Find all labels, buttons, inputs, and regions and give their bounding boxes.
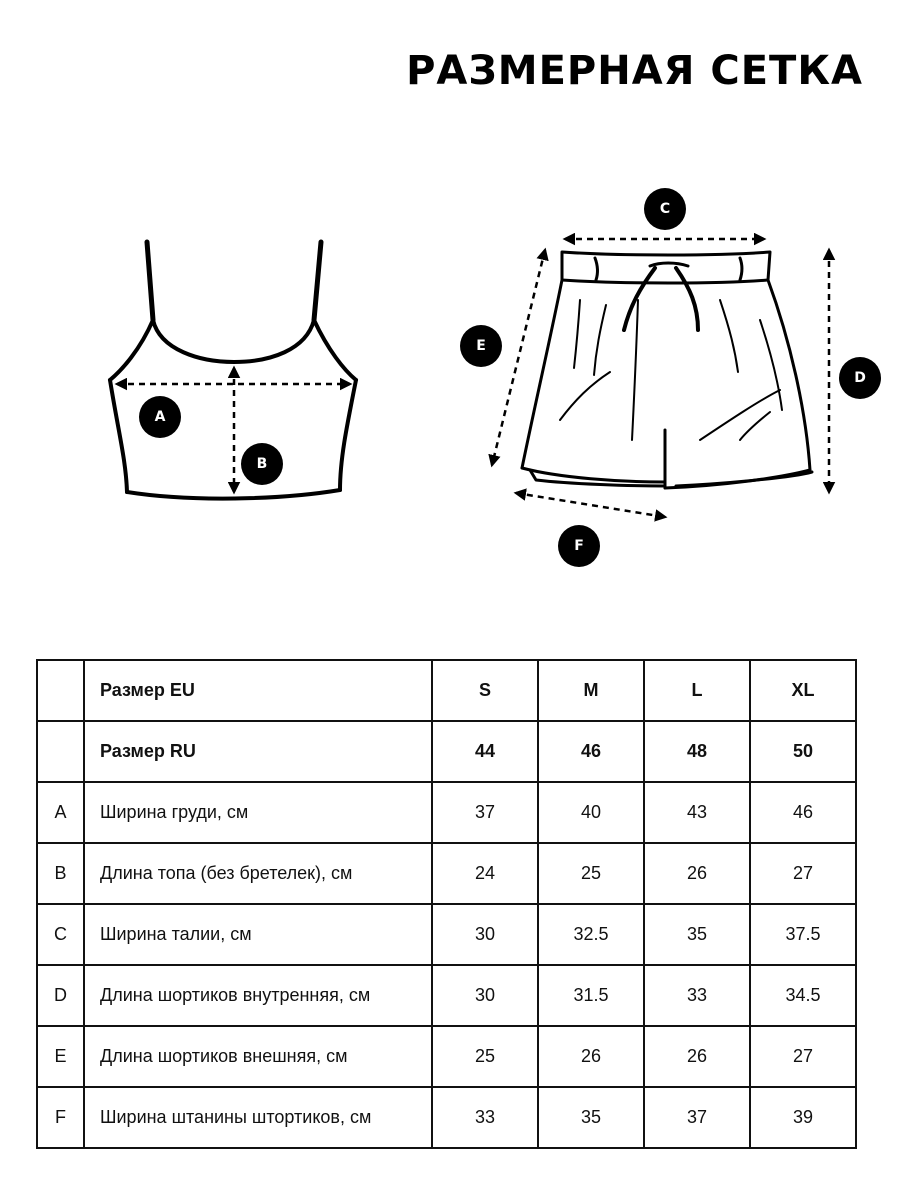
- size-cell: S: [431, 659, 539, 722]
- table-row: F Ширина штанины штортиков, см 33 35 37 …: [36, 1086, 857, 1149]
- size-table: Размер EU S M L XL Размер RU 44 46 48 50…: [36, 659, 857, 1149]
- row-code: B: [36, 842, 85, 905]
- measure-cell: 31.5: [537, 964, 645, 1027]
- measure-cell: 32.5: [537, 903, 645, 966]
- measure-cell: 30: [431, 964, 539, 1027]
- measure-cell: 27: [749, 1025, 857, 1088]
- row-label: Размер EU: [83, 659, 433, 722]
- measure-cell: 39: [749, 1086, 857, 1149]
- marker-e: E: [460, 325, 502, 367]
- row-code: F: [36, 1086, 85, 1149]
- table-row: E Длина шортиков внешняя, см 25 26 26 27: [36, 1025, 857, 1088]
- measure-cell: 37: [643, 1086, 751, 1149]
- row-code: A: [36, 781, 85, 844]
- measure-cell: 24: [431, 842, 539, 905]
- marker-a: A: [139, 396, 181, 438]
- marker-b: B: [241, 443, 283, 485]
- measure-cell: 26: [643, 1025, 751, 1088]
- measure-cell: 40: [537, 781, 645, 844]
- size-cell: 46: [537, 720, 645, 783]
- table-row: C Ширина талии, см 30 32.5 35 37.5: [36, 903, 857, 966]
- measure-cell: 26: [643, 842, 751, 905]
- row-code: C: [36, 903, 85, 966]
- row-label: Ширина груди, см: [83, 781, 433, 844]
- measure-cell: 35: [643, 903, 751, 966]
- crop-top-measure-lines: [114, 365, 353, 495]
- marker-f: F: [558, 525, 600, 567]
- table-row: A Ширина груди, см 37 40 43 46: [36, 781, 857, 844]
- size-cell: M: [537, 659, 645, 722]
- measure-cell: 25: [431, 1025, 539, 1088]
- table-row-size-eu: Размер EU S M L XL: [36, 659, 857, 722]
- measure-cell: 35: [537, 1086, 645, 1149]
- measure-cell: 26: [537, 1025, 645, 1088]
- row-label: Ширина талии, см: [83, 903, 433, 966]
- shorts-sketch: [520, 250, 814, 490]
- row-label: Длина шортиков внешняя, см: [83, 1025, 433, 1088]
- size-cell: 48: [643, 720, 751, 783]
- crop-top-sketch: [108, 239, 358, 501]
- row-code: [36, 659, 85, 722]
- measure-cell: 34.5: [749, 964, 857, 1027]
- row-label: Длина топа (без бретелек), см: [83, 842, 433, 905]
- row-label: Длина шортиков внутренняя, см: [83, 964, 433, 1027]
- marker-c: C: [644, 188, 686, 230]
- garment-sketches: [108, 232, 836, 522]
- measure-cell: 43: [643, 781, 751, 844]
- measure-cell: 33: [643, 964, 751, 1027]
- marker-d: D: [839, 357, 881, 399]
- row-code: E: [36, 1025, 85, 1088]
- measure-cell: 30: [431, 903, 539, 966]
- page-title: РАЗМЕРНАЯ СЕТКА: [406, 48, 863, 94]
- measure-cell: 37.5: [749, 903, 857, 966]
- measure-cell: 46: [749, 781, 857, 844]
- row-label: Размер RU: [83, 720, 433, 783]
- size-cell: 44: [431, 720, 539, 783]
- table-row: D Длина шортиков внутренняя, см 30 31.5 …: [36, 964, 857, 1027]
- row-label: Ширина штанины штортиков, см: [83, 1086, 433, 1149]
- shorts-measure-lines: [488, 232, 836, 522]
- size-cell: XL: [749, 659, 857, 722]
- size-cell: L: [643, 659, 751, 722]
- row-code: D: [36, 964, 85, 1027]
- measure-cell: 37: [431, 781, 539, 844]
- size-cell: 50: [749, 720, 857, 783]
- measure-cell: 27: [749, 842, 857, 905]
- measure-cell: 25: [537, 842, 645, 905]
- table-row-size-ru: Размер RU 44 46 48 50: [36, 720, 857, 783]
- table-row: B Длина топа (без бретелек), см 24 25 26…: [36, 842, 857, 905]
- measure-cell: 33: [431, 1086, 539, 1149]
- row-code: [36, 720, 85, 783]
